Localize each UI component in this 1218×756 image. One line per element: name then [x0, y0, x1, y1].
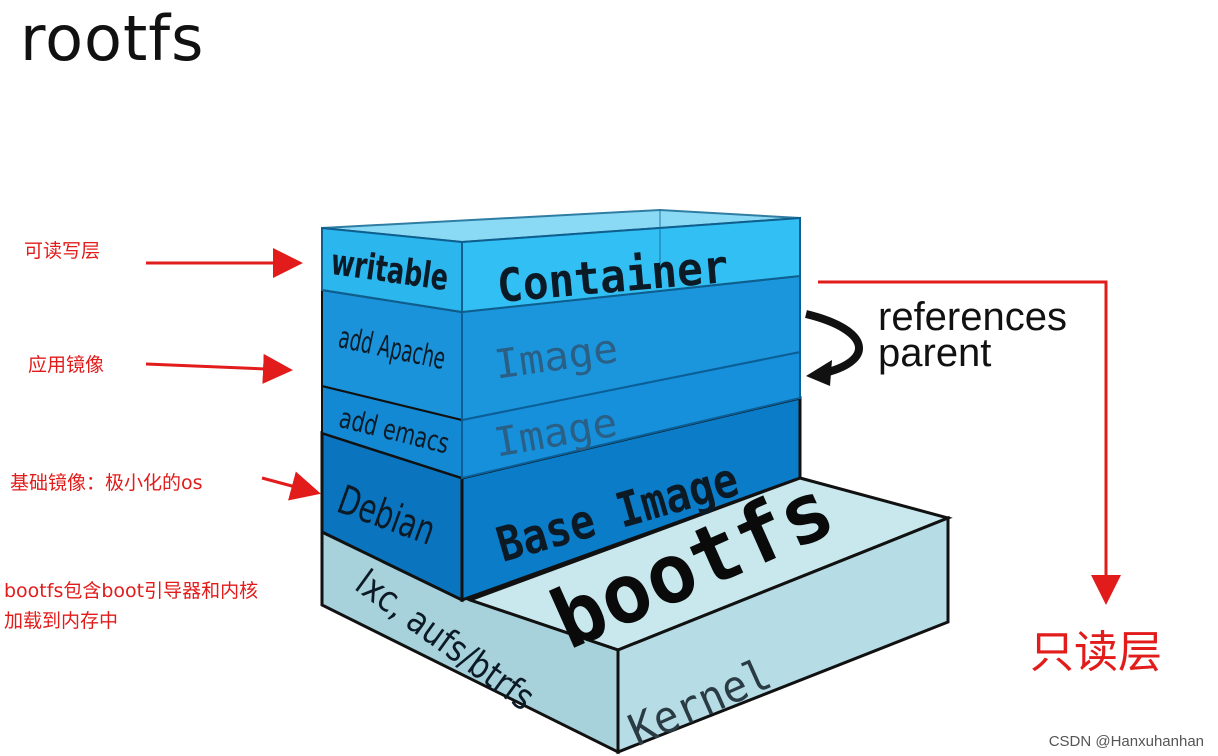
annotation-base-image: 基础镜像：极小化的os [10, 472, 203, 494]
references-arrowhead-icon [806, 360, 832, 386]
image-arrow-icon [145, 353, 293, 384]
watermark: CSDN @Hanxuhanhan [1048, 733, 1204, 750]
references-label-line2: parent [878, 331, 991, 375]
annotation-bootfs-line1: bootfs包含boot引导器和内核 [4, 580, 259, 602]
base-image-arrow-icon [261, 471, 321, 501]
annotation-bootfs-line2: 加载到内存中 [4, 610, 119, 632]
references-curved-arrow-icon [805, 310, 863, 378]
container-layer [321, 208, 801, 314]
bootfs-layer [320, 476, 953, 755]
annotation-app-image: 应用镜像 [28, 354, 105, 376]
annotation-readonly-layer: 只读层 [1030, 627, 1162, 678]
emacs-layer [321, 350, 801, 480]
readonly-bracket-arrow-icon [818, 280, 1121, 605]
references-label-line1: references [878, 295, 1067, 339]
annotation-writable-layer: 可读写层 [24, 240, 101, 262]
page-title: rootfs [20, 2, 205, 75]
container-front-face [461, 216, 801, 314]
